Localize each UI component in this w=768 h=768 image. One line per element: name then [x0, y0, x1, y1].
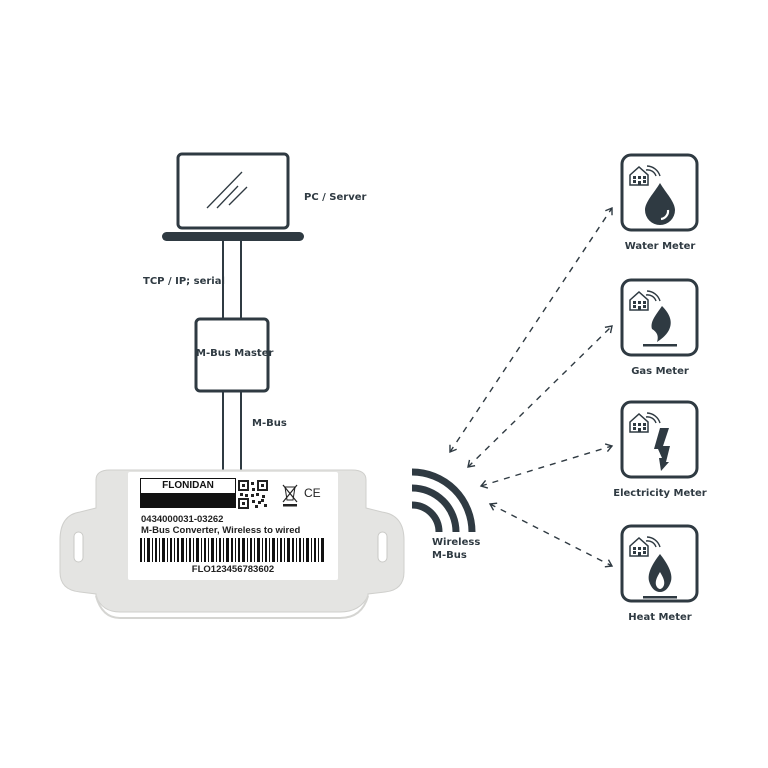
m-bus-master-box: [194, 317, 270, 393]
wire-master-converter: [222, 392, 242, 474]
m-bus-master-label: M-Bus Master: [196, 348, 274, 359]
qr-code-icon: [238, 480, 268, 509]
device-serial: 0434000031-03262: [141, 514, 224, 525]
gas-flame-icon: [651, 306, 671, 342]
wireless-signal-icon: [411, 468, 476, 533]
barcode: [140, 538, 324, 562]
wireless-label-line1: Wireless: [432, 537, 481, 548]
wire-pc-master: [222, 241, 242, 318]
pc-server-label: PC / Server: [304, 192, 367, 203]
heat-meter-label: Heat Meter: [628, 612, 692, 623]
water-meter-label: Water Meter: [624, 241, 696, 252]
lightning-bolt-icon: [654, 428, 670, 471]
link-water: [449, 206, 613, 454]
brand-name: FLONIDAN: [162, 480, 214, 491]
m-bus-link-label: M-Bus: [252, 418, 287, 429]
gas-meter-label: Gas Meter: [631, 366, 689, 377]
house-wifi-icon: [629, 412, 661, 433]
link-heat: [488, 502, 614, 568]
laptop-icon: [162, 152, 304, 241]
link-gas: [467, 325, 613, 468]
electricity-meter-label: Electricity Meter: [613, 488, 707, 499]
tcp-ip-link-label: TCP / IP; serial: [143, 276, 225, 287]
weee-bin-icon: [282, 484, 298, 507]
device-label-sticker: FLONIDAN CE 0434000031-03262 M-Bus Conve…: [128, 472, 338, 580]
device-description: M-Bus Converter, Wireless to wired: [141, 525, 301, 536]
house-wifi-icon: [629, 165, 661, 186]
barcode-text: FLO123456783602: [191, 564, 275, 575]
wireless-links: [449, 206, 614, 568]
house-wifi-icon: [629, 536, 661, 557]
house-wifi-icon: [629, 290, 661, 311]
wireless-label-line2: M-Bus: [432, 550, 467, 561]
gas-meter-box: [620, 278, 699, 357]
electricity-meter-box: [620, 400, 699, 479]
water-meter-box: [620, 153, 699, 232]
brand-box: FLONIDAN: [140, 478, 236, 508]
heat-meter-box: [620, 524, 699, 603]
link-electricity: [479, 443, 614, 489]
ce-mark-icon: CE: [304, 486, 321, 500]
